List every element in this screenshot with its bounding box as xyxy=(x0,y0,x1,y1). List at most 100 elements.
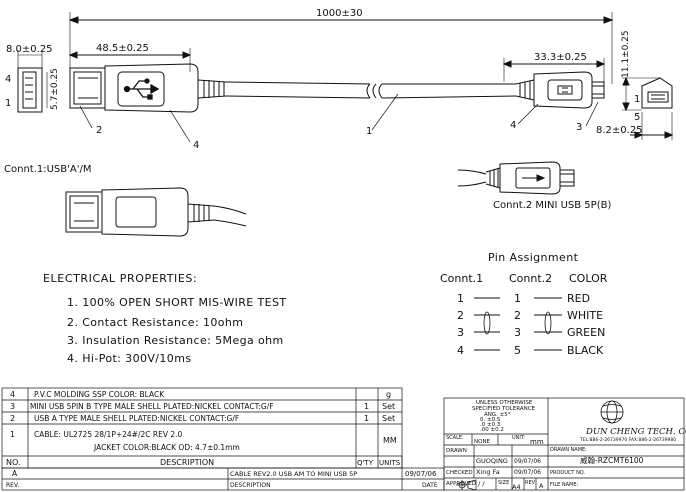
mini-usb-b-plug-top xyxy=(515,71,605,109)
approved-date: / / xyxy=(478,480,485,488)
bom-header-qty: Q'TY xyxy=(357,459,374,467)
tolerance-line-3: ANG. ±5° xyxy=(484,412,511,418)
plug-a-length-dimension: 48.5±0.25 xyxy=(68,43,192,72)
pin-row-3-color: GREEN xyxy=(567,326,605,339)
rev-header-date: DATE xyxy=(422,482,438,489)
pin-row-3: 3 3 GREEN xyxy=(457,326,605,339)
rev-row-desc: CABLE REV2.0 USB AM TO MINI USB 5P xyxy=(230,470,357,478)
tolerance-line-5: .0 ±0.3 xyxy=(480,422,501,428)
bom-row-3-qty: 1 xyxy=(364,402,369,411)
usb-a-plug-top xyxy=(69,63,227,113)
plug-b-height-text: 11.1±0.25 xyxy=(621,30,631,78)
unit-label: UNIT: xyxy=(512,435,525,441)
projection-symbol-icon xyxy=(456,479,477,491)
pin-row-2-c1: 2 xyxy=(457,309,464,322)
drawn-name-label: DRAWN NAME: xyxy=(550,447,587,453)
callout-4-left: 4 xyxy=(193,140,199,151)
unit-value: mm xyxy=(530,438,544,446)
rev-header-rev: REV. xyxy=(6,482,19,489)
bom-row-1-unit: MM xyxy=(383,436,397,445)
conn2-mini-b-drawing xyxy=(457,161,575,195)
pin-row-4-color: BLACK xyxy=(567,344,604,357)
checked-label: CHECKED xyxy=(446,470,473,476)
pin-row-1-c1: 1 xyxy=(457,292,464,305)
tolerance-line-1: UNLESS OTHERWISE xyxy=(476,400,533,406)
file-name-label: FILE NAME: xyxy=(550,482,579,488)
bom-row-4-desc: P.V.C MOLDING SSP COLOR: BLACK xyxy=(34,390,165,399)
callout-leaders xyxy=(79,93,599,143)
tolerance-line-6: .00 ±0.2 xyxy=(480,427,504,433)
bom-row-3-no: 3 xyxy=(10,402,15,411)
tolerance-line-2: SPECIFIED TOLERANCE xyxy=(472,406,536,412)
bom-row-4-no: 4 xyxy=(10,390,15,399)
electrical-item-1: 1. 100% OPEN SHORT MIS-WIRE TEST xyxy=(67,296,287,309)
mini-usb-b-end-view: 11.1±0.25 8.2±0.25 1 5 xyxy=(596,30,674,140)
end-view-a-pin-1: 1 xyxy=(5,98,11,109)
electrical-item-3: 3. Insulation Resistance: 5Mega ohm xyxy=(67,334,284,347)
bom-row-4-unit: g xyxy=(386,390,391,399)
bom-row-2-qty: 1 xyxy=(364,414,369,423)
pin-header-conn1: Connt.1 xyxy=(440,272,483,285)
pin-row-1: 1 1 RED xyxy=(457,292,590,305)
scale-label: SCALE: xyxy=(446,435,464,441)
pin-header-color: COLOR xyxy=(569,272,608,285)
overall-length-dimension: 1000±30 xyxy=(68,8,614,84)
rev-row-rev: A xyxy=(12,469,18,478)
rev-header-desc: DESCRIPTION xyxy=(230,482,271,489)
callout-1: 1 xyxy=(366,126,372,137)
pin-row-2: 2 2 WHITE xyxy=(457,309,603,322)
usb-trident-icon xyxy=(123,78,160,100)
plug-a-length-text: 48.5±0.25 xyxy=(96,43,149,54)
company-globe-logo xyxy=(600,400,624,424)
bom-header-no: NO. xyxy=(6,458,21,467)
size-label: SIZE xyxy=(498,480,509,486)
pin-header-conn2: Connt.2 xyxy=(509,272,552,285)
bom-row-1-desc-line2: JACKET COLOR:BLACK OD: 4.7±0.1mm xyxy=(93,443,240,452)
bom-table-grid xyxy=(1,387,445,491)
pin-row-1-color: RED xyxy=(567,292,590,305)
tolerance-line-4: 0. ±0.5 xyxy=(480,417,501,423)
company-tel: TEL:886-2-26739970 FAX:886-2-26739980 xyxy=(579,437,676,443)
company-name: DUN CHENG TECH. CORP., xyxy=(585,427,686,437)
plug-b-length-text: 33.3±0.25 xyxy=(534,52,587,63)
bom-row-1-desc: CABLE: UL2725 28/1P+24#/2C REV 2.0 xyxy=(34,430,182,439)
drawn-by: GUOQING xyxy=(476,457,508,465)
bom-header-units: UNITS xyxy=(379,459,401,467)
plug-a-width-text: 8.0±0.25 xyxy=(6,44,53,55)
twisted-pair-marks xyxy=(483,311,552,335)
pin-row-3-c2: 3 xyxy=(514,326,521,339)
callout-4-right: 4 xyxy=(510,120,516,131)
bom-header-desc: DESCRIPTION xyxy=(160,458,214,467)
bom-row-1-no: 1 xyxy=(10,430,15,439)
callout-2: 2 xyxy=(96,125,102,136)
checked-by: Xing Fa xyxy=(476,468,500,476)
bom-row-3-unit: Set xyxy=(382,402,395,411)
size-value: A4 xyxy=(512,483,521,491)
plug-b-length-dimension: 33.3±0.25 xyxy=(502,52,606,82)
bom-row-2-desc: USB A TYPE MALE SHELL PLATED:NICKEL CONT… xyxy=(34,414,239,423)
drawn-date: 09/07/06 xyxy=(514,458,541,465)
end-view-b-pin-5: 5 xyxy=(634,112,640,123)
scale-value: NONE xyxy=(474,439,491,445)
usb-a-end-view: 8.0±0.25 5.7±0.25 4 1 xyxy=(5,44,60,113)
end-view-b-pin-1: 1 xyxy=(634,94,640,105)
bom-row-3-desc: MINI USB 5PIN B TYPE MALE SHELL PLATED:N… xyxy=(30,402,274,411)
conn1-usb-a-drawing xyxy=(65,187,247,237)
pin-row-2-color: WHITE xyxy=(567,309,603,322)
plug-b-width-text: 8.2±0.25 xyxy=(596,125,643,136)
pin-row-4: 4 5 BLACK xyxy=(457,344,604,357)
title-block-grid xyxy=(443,397,685,491)
bom-row-2-unit: Set xyxy=(382,414,395,423)
callout-3: 3 xyxy=(576,122,582,133)
checked-date: 09/07/06 xyxy=(514,469,541,476)
rev-row-date: 09/07/06 xyxy=(405,470,437,478)
overall-length-text: 1000±30 xyxy=(316,8,363,19)
approved-label: APPROVED xyxy=(446,481,476,487)
conn2-label: Connt.2 MINI USB 5P(B) xyxy=(493,200,611,211)
drawn-label: DRAWN xyxy=(446,448,467,454)
pin-row-4-c2: 5 xyxy=(514,344,521,357)
rev-label: REV xyxy=(525,480,536,486)
pin-assignment-title: Pin Assignment xyxy=(488,251,579,264)
pin-row-4-c1: 4 xyxy=(457,344,464,357)
